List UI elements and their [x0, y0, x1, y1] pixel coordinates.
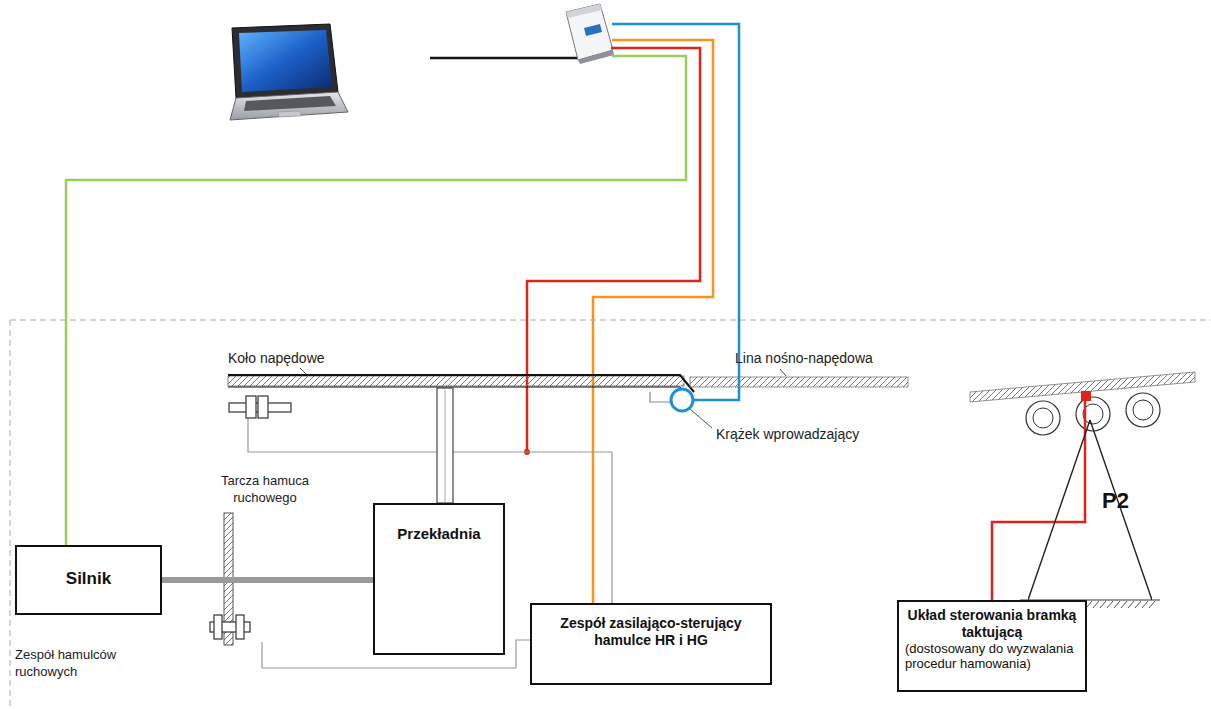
- part-label: Zespół hamulców ruchowych: [15, 646, 143, 680]
- ground-hatch: [1135, 601, 1141, 608]
- component-name: P2: [1102, 488, 1148, 514]
- boundary-line: [10, 320, 11, 709]
- ground-hatch: [1093, 601, 1099, 608]
- component-box: Przekładnia: [373, 503, 505, 655]
- ground-hatch: [1142, 601, 1148, 608]
- boundary-line: [10, 320, 1211, 321]
- part-label: Krążek wprowadzający: [716, 426, 896, 443]
- component-note: (dostosowany do wyzwalania procedur hamo…: [905, 641, 1079, 672]
- component-name: Zespół zasilająco-sterujący hamulce HR i…: [552, 615, 750, 649]
- deflection-sheave: [650, 389, 712, 428]
- component-box: Zespół zasilająco-sterujący hamulce HR i…: [530, 603, 772, 685]
- ground-hatch: [1149, 601, 1155, 608]
- pylon-outline: [1028, 400, 1152, 600]
- service-brakes: [210, 615, 250, 639]
- ground-hatch: [1114, 601, 1120, 608]
- ground-hatch: [1128, 601, 1134, 608]
- part-label: Koło napędowe: [228, 350, 368, 367]
- component-name: Silnik: [23, 569, 154, 589]
- ground-hatch: [1100, 601, 1106, 608]
- green-wire: [66, 56, 686, 545]
- usb-cable: [430, 57, 585, 60]
- red-wire: [527, 48, 700, 452]
- part-label: Lina nośno-napędowa: [735, 350, 905, 367]
- blue-wire: [612, 24, 739, 400]
- component-box: Silnik: [15, 545, 162, 615]
- timing-gate: [1081, 391, 1091, 401]
- pylon-shape: P2: [1028, 400, 1152, 600]
- part-label: Tarcza hamuca ruchowego: [200, 472, 330, 506]
- motor-shaft: [162, 577, 373, 583]
- laptop-picture: [230, 24, 348, 120]
- ground-hatch: [1107, 601, 1113, 608]
- inclined-rope: [970, 372, 1195, 402]
- component-box: Układ sterowania bramką taktującą(dostos…: [897, 600, 1087, 692]
- wheel-brake: [229, 396, 291, 418]
- component-name: Przekładnia: [381, 525, 497, 543]
- daq-device: [566, 4, 614, 64]
- orange-wire: [593, 40, 713, 603]
- gear-shaft: [437, 388, 453, 503]
- drive-wheel: [228, 368, 694, 395]
- component-name: Układ sterowania bramką taktującą: [905, 607, 1079, 641]
- ground-hatch: [1121, 601, 1127, 608]
- haul-rope: [690, 369, 908, 387]
